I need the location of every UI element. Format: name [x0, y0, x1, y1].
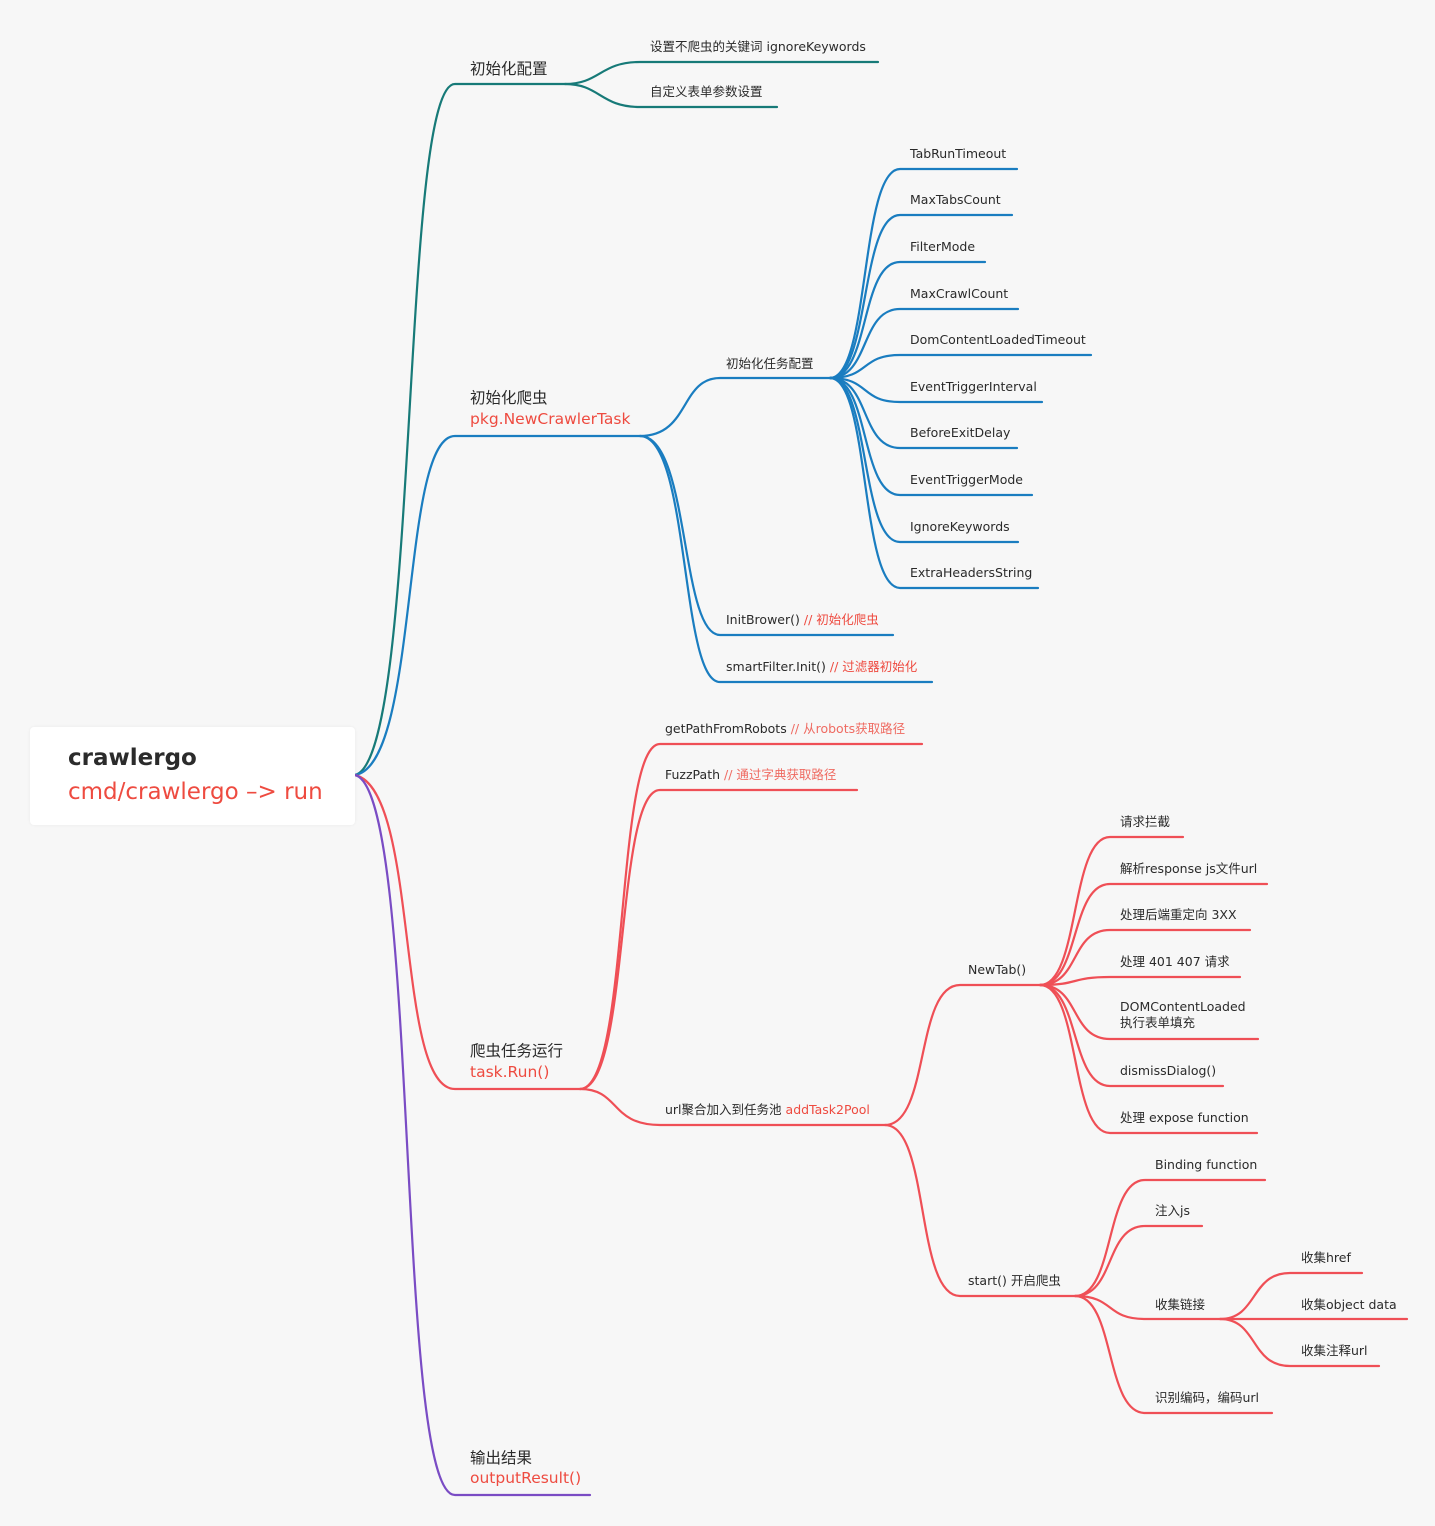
config-item[interactable]: TabRunTimeout [910, 146, 1007, 161]
pool-name: url聚合加入到任务池 [665, 1102, 782, 1117]
pool-edges [883, 983, 1077, 1298]
start-item-binding[interactable]: Binding function [1155, 1157, 1258, 1172]
node-init-crawler[interactable]: 初始化爬虫 pkg.NewCrawlerTask [470, 389, 630, 430]
node-fuzz[interactable]: FuzzPath // 通过字典获取路径 [665, 767, 836, 783]
robots-comment: // 从robots获取路径 [790, 721, 906, 736]
config-item[interactable]: IgnoreKeywords [910, 519, 1010, 534]
config-item[interactable]: MaxTabsCount [910, 192, 1001, 207]
start-item-encoding[interactable]: 识别编码，编码url [1155, 1390, 1260, 1405]
robots-name: getPathFromRobots [665, 721, 787, 736]
node-pool[interactable]: url聚合加入到任务池 addTask2Pool [665, 1102, 870, 1118]
root-node[interactable]: crawlergo cmd/crawlergo –> run [30, 727, 355, 825]
node-task-run-code: task.Run() [470, 1063, 550, 1082]
config-item[interactable]: EventTriggerInterval [910, 379, 1037, 394]
newtab-item[interactable]: 处理 401 407 请求 [1120, 954, 1230, 969]
root-subtitle: cmd/crawlergo –> run [68, 779, 323, 805]
newtab-item[interactable]: 处理后端重定向 3XX [1120, 907, 1237, 922]
node-init-config[interactable]: 初始化配置 [470, 60, 548, 79]
config-item[interactable]: DomContentLoadedTimeout [910, 332, 1086, 347]
edge-init-crawler [353, 434, 642, 777]
task-run-edges [578, 742, 924, 1127]
start-edges [1073, 1178, 1274, 1415]
fuzz-comment: // 通过字典获取路径 [724, 767, 837, 782]
smart-filter-comment: // 过滤器初始化 [829, 659, 918, 674]
node-task-run[interactable]: 爬虫任务运行 task.Run() [470, 1042, 563, 1083]
newtab-item[interactable]: dismissDialog() [1120, 1063, 1217, 1078]
init-browser-comment: // 初始化爬虫 [803, 612, 879, 627]
pool-code: addTask2Pool [785, 1102, 870, 1117]
edge-init-config [353, 82, 567, 777]
config-item[interactable]: ExtraHeadersString [910, 565, 1033, 580]
node-form-params[interactable]: 自定义表单参数设置 [650, 84, 763, 99]
node-output-title: 输出结果 [470, 1449, 533, 1467]
start-item-inject[interactable]: 注入js [1155, 1203, 1190, 1218]
node-init-crawler-title: 初始化爬虫 [470, 389, 548, 407]
edge-task-run [353, 773, 582, 1091]
node-init-config-title: 初始化配置 [470, 60, 548, 78]
node-output-code: outputResult() [470, 1469, 582, 1488]
node-task-run-title: 爬虫任务运行 [470, 1042, 564, 1060]
config-item[interactable]: MaxCrawlCount [910, 286, 1009, 301]
node-robots[interactable]: getPathFromRobots // 从robots获取路径 [665, 721, 905, 737]
smart-filter-name: smartFilter.Init() [726, 659, 826, 674]
node-start[interactable]: start() 开启爬虫 [968, 1273, 1061, 1288]
collect-edges [1218, 1271, 1409, 1368]
newtab-item[interactable]: 请求拦截 [1120, 814, 1171, 829]
dom-loaded-line2: 执行表单填充 [1120, 1014, 1196, 1030]
root-title: crawlergo [68, 745, 197, 771]
node-smart-filter[interactable]: smartFilter.Init() // 过滤器初始化 [726, 659, 917, 675]
task-config-edges [828, 167, 1093, 590]
node-init-browser[interactable]: InitBrower() // 初始化爬虫 [726, 612, 879, 628]
fuzz-name: FuzzPath [665, 767, 721, 782]
newtab-item[interactable]: 解析response js文件url [1120, 861, 1258, 876]
start-item-collect[interactable]: 收集链接 [1155, 1297, 1206, 1312]
edge-output [353, 773, 592, 1497]
init-config-edges [563, 60, 880, 109]
newtab-item[interactable]: 处理 expose function [1120, 1110, 1249, 1125]
config-item[interactable]: BeforeExitDelay [910, 425, 1011, 440]
node-output[interactable]: 输出结果 outputResult() [470, 1449, 581, 1489]
collect-item[interactable]: 收集注释url [1301, 1343, 1368, 1358]
config-item[interactable]: EventTriggerMode [910, 472, 1023, 487]
node-init-crawler-code: pkg.NewCrawlerTask [470, 410, 631, 429]
node-ignore-keywords[interactable]: 设置不爬虫的关键词 ignoreKeywords [650, 39, 866, 54]
root-edges [353, 82, 642, 1497]
init-browser-name: InitBrower() [726, 612, 800, 627]
node-task-config[interactable]: 初始化任务配置 [726, 356, 814, 371]
newtab-edges [1038, 835, 1269, 1135]
config-item[interactable]: FilterMode [910, 239, 976, 254]
collect-item[interactable]: 收集href [1301, 1250, 1351, 1265]
newtab-item-dom-loaded[interactable]: DOMContentLoaded 执行表单填充 [1120, 999, 1246, 1030]
collect-item[interactable]: 收集object data [1301, 1297, 1397, 1312]
node-newtab[interactable]: NewTab() [968, 962, 1027, 977]
init-crawler-edges [638, 376, 934, 684]
dom-loaded-line1: DOMContentLoaded [1120, 999, 1246, 1014]
